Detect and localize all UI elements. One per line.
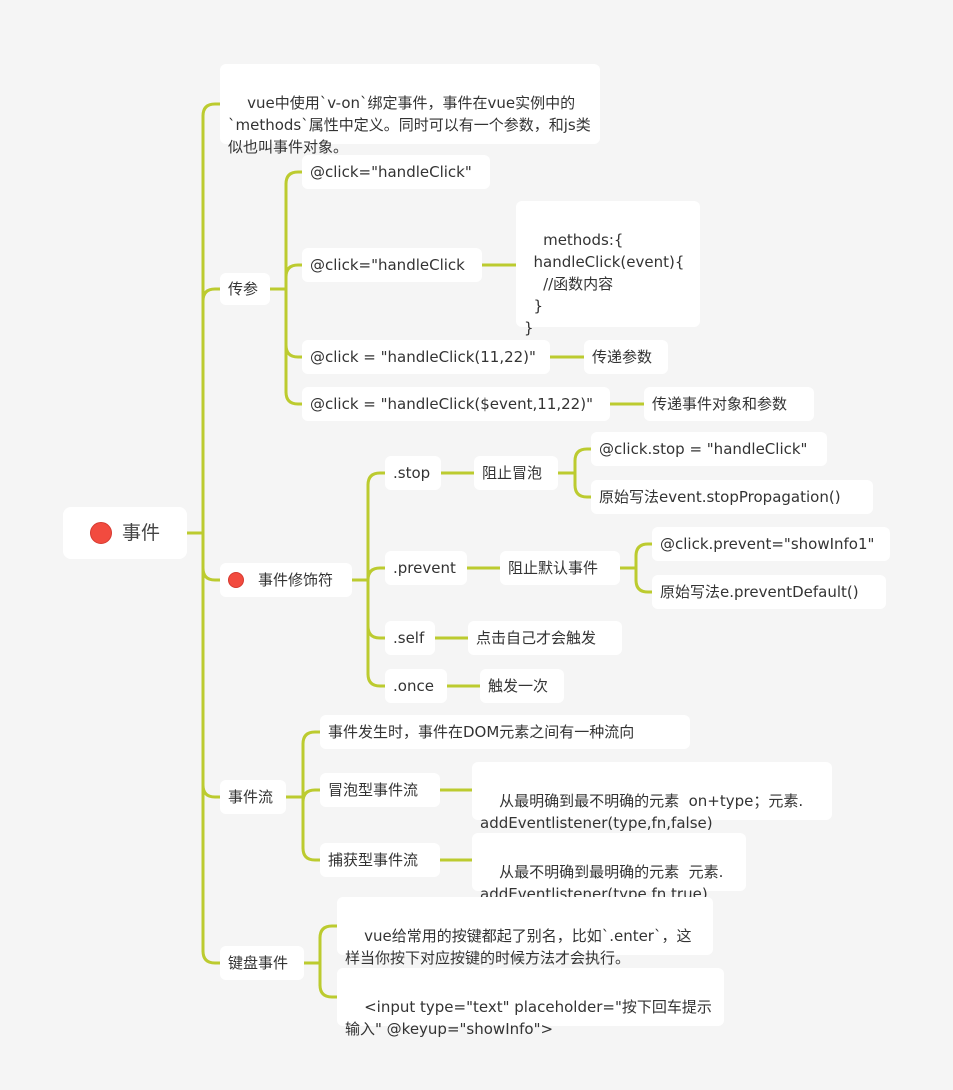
connector-line [201,102,222,118]
connector-line [201,566,222,582]
connector-line [201,949,222,965]
param-item-3-text: @click = "handleClick(11,22)" [310,348,536,366]
flow-desc-text: 事件发生时，事件在DOM元素之间有一种流向 [328,723,635,741]
param-item-2[interactable]: @click="handleClick [302,248,482,282]
intro-text: vue中使用`v-on`绑定事件，事件在vue实例中的`methods`属性中定… [228,94,591,156]
modifier-prevent-label: .prevent [393,559,456,577]
modifier-self-label: .self [393,629,425,647]
modifier-prevent-example-1[interactable]: @click.prevent="showInfo1" [652,527,890,561]
modifier-stop-node[interactable]: .stop [385,456,441,490]
methods-code-text: methods:{ handleClick(event){ //函数内容 } } [524,231,685,337]
connector-line [634,542,654,558]
flow-capture-label: 捕获型事件流 [328,851,419,869]
params-label: 传参 [228,280,259,298]
param-item-2-text: @click="handleClick [310,256,465,274]
red-dot-icon [89,522,112,544]
modifier-once-desc[interactable]: 触发一次 [480,669,564,703]
connector-line [284,263,304,279]
modifier-prevent-example-2-text: 原始写法e.preventDefault() [660,583,859,601]
connector-line [366,624,387,640]
modifier-prevent-desc[interactable]: 阻止默认事件 [500,551,620,585]
connector-line [573,483,593,499]
param-item-3[interactable]: @click = "handleClick(11,22)" [302,340,550,374]
modifier-self-node[interactable]: .self [385,621,435,655]
flow-node[interactable]: 事件流 [220,780,286,814]
connector-line [284,343,304,359]
modifier-stop-example-1[interactable]: @click.stop = "handleClick" [591,432,827,466]
connector-line [301,788,322,804]
modifiers-node[interactable]: 事件修饰符 [220,563,352,597]
param-item-4-note-text: 传递事件对象和参数 [652,395,788,413]
param-item-3-note-text: 传递参数 [592,348,653,366]
modifier-stop-example-2-text: 原始写法event.stopPropagation() [599,488,841,506]
connector-line [573,447,593,463]
connector-line [284,390,304,406]
modifier-stop-desc[interactable]: 阻止冒泡 [474,456,558,490]
modifier-self-desc[interactable]: 点击自己才会触发 [468,621,622,655]
modifier-once-desc-text: 触发一次 [488,677,549,695]
modifier-self-desc-text: 点击自己才会触发 [476,629,597,647]
flow-desc-node[interactable]: 事件发生时，事件在DOM元素之间有一种流向 [320,715,690,749]
connector-line [201,287,222,303]
param-item-4[interactable]: @click = "handleClick($event,11,22)" [302,387,610,421]
param-item-1[interactable]: @click="handleClick" [302,155,490,189]
modifier-stop-example-2[interactable]: 原始写法event.stopPropagation() [591,480,873,514]
modifiers-label: 事件修饰符 [258,571,334,589]
intro-node[interactable]: vue中使用`v-on`绑定事件，事件在vue实例中的`methods`属性中定… [220,64,600,156]
connector-line [366,471,387,487]
modifier-prevent-example-1-text: @click.prevent="showInfo1" [660,535,875,553]
keyboard-example-text: <input type="text" placeholder="按下回车提示输入… [345,998,712,1038]
keyboard-desc-node[interactable]: vue给常用的按键都起了别名，比如`.enter`，这样当你按下对应按键的时候方… [337,897,713,967]
param-item-1-text: @click="handleClick" [310,163,472,181]
red-dot-icon [228,572,244,588]
keyboard-node[interactable]: 键盘事件 [220,946,304,980]
params-node[interactable]: 传参 [220,273,270,305]
keyboard-example-node[interactable]: <input type="text" placeholder="按下回车提示输入… [337,968,724,1038]
modifier-prevent-example-2[interactable]: 原始写法e.preventDefault() [652,575,886,609]
connector-line [318,924,339,940]
flow-bubble-desc-text: 从最明确到最不明确的元素 on+type；元素. addEventlistene… [480,792,804,832]
modifier-once-node[interactable]: .once [385,669,447,703]
modifier-prevent-node[interactable]: .prevent [385,551,467,585]
flow-capture-node[interactable]: 捕获型事件流 [320,843,440,877]
keyboard-label: 键盘事件 [228,954,289,972]
connector-line [301,846,322,862]
connector-line [284,170,304,186]
connector-line [201,783,222,799]
flow-capture-desc[interactable]: 从最不明确到最明确的元素 元素. addEventlistener(type,f… [472,833,746,903]
connector-line [634,578,654,594]
flow-bubble-label: 冒泡型事件流 [328,781,419,799]
flow-bubble-desc[interactable]: 从最明确到最不明确的元素 on+type；元素. addEventlistene… [472,762,832,832]
modifier-stop-desc-text: 阻止冒泡 [482,464,543,482]
modifier-once-label: .once [393,677,434,695]
flow-label: 事件流 [228,788,274,806]
keyboard-desc-text: vue给常用的按键都起了别名，比如`.enter`，这样当你按下对应按键的时候方… [345,927,692,967]
modifier-prevent-desc-text: 阻止默认事件 [508,559,599,577]
modifier-stop-label: .stop [393,464,431,482]
connector-line [318,983,339,999]
param-item-3-note[interactable]: 传递参数 [584,340,668,374]
flow-bubble-node[interactable]: 冒泡型事件流 [320,773,440,807]
param-item-4-text: @click = "handleClick($event,11,22)" [310,395,593,413]
modifier-stop-example-1-text: @click.stop = "handleClick" [599,440,808,458]
root-node[interactable]: 事件 [63,507,187,559]
root-label: 事件 [121,522,160,544]
methods-code-node[interactable]: methods:{ handleClick(event){ //函数内容 } } [516,201,700,337]
param-item-4-note[interactable]: 传递事件对象和参数 [644,387,814,421]
connector-line [366,566,387,582]
connector-line [366,672,387,688]
connector-line [301,730,322,746]
